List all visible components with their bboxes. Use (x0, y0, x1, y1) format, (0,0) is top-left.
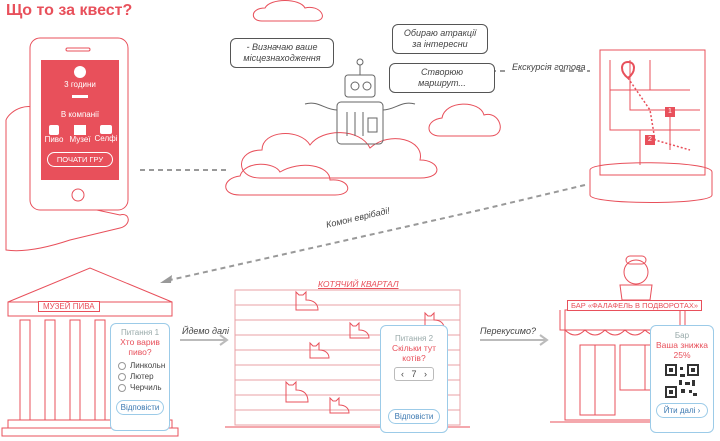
bar-sign: БАР «ФАЛАФЕЛЬ В ПОДВОРОТАХ» (567, 300, 703, 311)
speech-bubble-location: - Визначаю ваше місцезнаходження (230, 38, 334, 68)
cats-sign: КОТЯЧИЙ КВАРТАЛ (318, 279, 399, 289)
question-card-2: Питання 2 Скільки тут котів? ‹ 7 › Відпо… (380, 325, 448, 433)
discount-line-1: Ваша знижка (656, 340, 708, 350)
continue-button[interactable]: Йти далі › (656, 403, 708, 418)
discount-line-2: 25% (673, 350, 691, 360)
label-excursion-ready: Екскурсія готова (512, 62, 586, 72)
card-header: Питання 1 (120, 328, 160, 337)
card-question: Хто варив пиво? (120, 337, 160, 357)
radio-icon (118, 383, 126, 392)
label-snack: Перекусимо? (480, 326, 536, 336)
beer-label: Пиво (44, 135, 64, 144)
quantity-stepper[interactable]: ‹ 7 › (394, 367, 434, 381)
people-icon (72, 95, 88, 108)
phone-screen: 3 години В компанії Пиво Музеї Селфі ПОЧ… (41, 66, 119, 167)
museum-sign: МУЗЕЙ ПИВА (38, 301, 100, 312)
qr-code-icon (665, 364, 699, 398)
camera-icon (100, 125, 112, 134)
label-go-further: Йдемо далі (182, 326, 229, 336)
chevron-left-icon[interactable]: ‹ (401, 369, 404, 379)
answer-option[interactable]: Черчиль (118, 383, 166, 392)
card-question: Скільки тут котів? (391, 343, 437, 363)
selfie-label: Селфі (94, 134, 118, 143)
beer-icon (49, 125, 59, 135)
map-marker-1: 1 (665, 107, 675, 117)
speech-bubble-attractions: Обираю атракції за інтересни (392, 24, 488, 54)
museum-icon (74, 125, 86, 135)
discount-card: Бар Ваша знижка 25% Йти далі › (650, 325, 714, 433)
phone-icons-row: Пиво Музеї Селфі (41, 125, 119, 144)
map-marker-2: 2 (645, 135, 655, 145)
question-card-1: Питання 1 Хто варив пиво? Линкольн Лютер… (110, 323, 170, 431)
museum-label: Музеї (69, 135, 91, 144)
card-header: Бар (674, 331, 690, 340)
chevron-right-icon[interactable]: › (423, 369, 427, 379)
company-label: В компанії (60, 110, 100, 119)
page-title: Що то за квест? (6, 2, 133, 19)
radio-icon (118, 361, 126, 370)
duration-label: 3 години (64, 80, 96, 89)
card-header: Питання 2 (394, 334, 434, 343)
answer-button[interactable]: Відповісти (116, 400, 164, 415)
answer-button[interactable]: Відповісти (388, 409, 440, 424)
speech-bubble-route: Створюю маршрут... (389, 63, 495, 93)
clock-icon (74, 66, 86, 78)
radio-icon (118, 372, 126, 381)
stepper-value: 7 (411, 369, 417, 379)
answer-option[interactable]: Линкольн (118, 361, 166, 370)
answer-option[interactable]: Лютер (118, 372, 166, 381)
start-game-button[interactable]: ПОЧАТИ ГРУ (47, 152, 113, 167)
